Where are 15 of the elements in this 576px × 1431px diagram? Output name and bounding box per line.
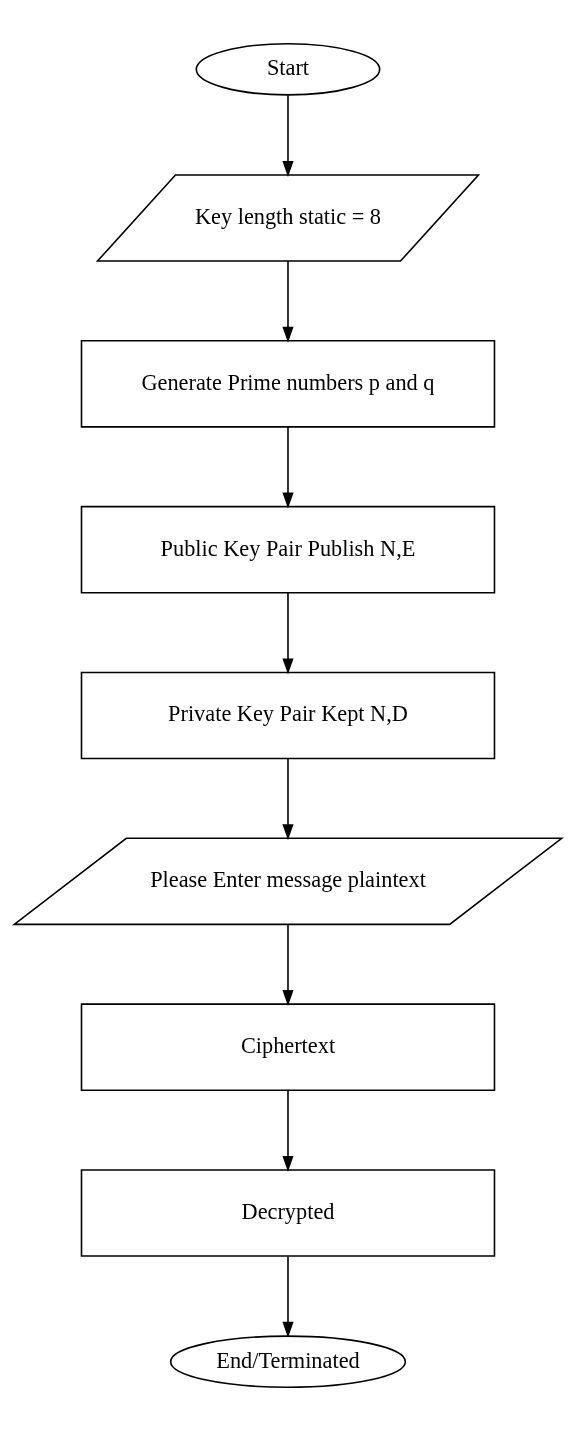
node-box: Generate Prime numbers p and q — [80, 340, 496, 428]
node-box: Private Key Pair Kept N,D — [80, 671, 496, 760]
arrow — [282, 1089, 294, 1172]
arrow — [282, 757, 294, 841]
node-ellipse: End/Terminated — [169, 1335, 407, 1389]
node-box: Decrypted — [80, 1169, 496, 1257]
arrow — [282, 426, 294, 509]
node-box: Public Key Pair Publish N,E — [80, 505, 496, 594]
node-box: Ciphertext — [80, 1003, 496, 1091]
arrow — [282, 591, 294, 675]
arrow — [282, 94, 294, 177]
node-ellipse: Start — [195, 42, 381, 96]
arrow — [282, 923, 294, 1006]
arrow — [282, 1255, 294, 1338]
arrow — [282, 260, 294, 343]
